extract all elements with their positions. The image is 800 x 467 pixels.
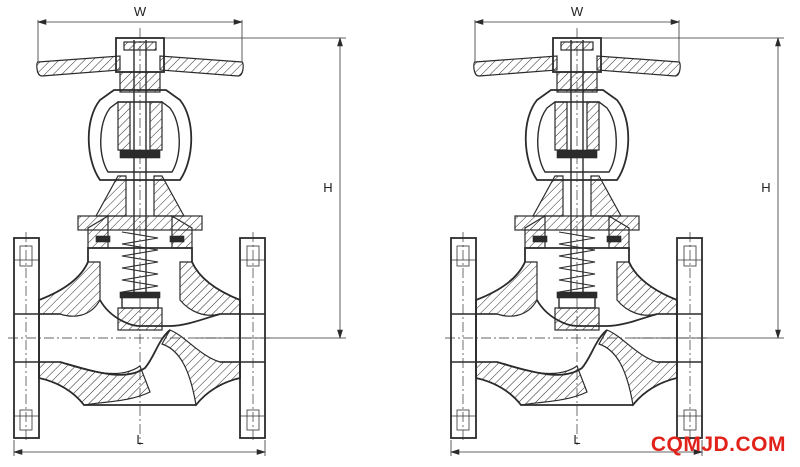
length-label-left: L [136,432,143,447]
site-watermark: CQMJD.COM [650,433,786,456]
valve-drawing-right: W H L [444,4,784,456]
width-dimension-left: W [36,4,244,62]
length-label-right: L [573,432,580,447]
height-label-left: H [323,180,332,195]
width-label-left: W [134,4,147,19]
length-dimension-right: L [449,432,704,456]
width-label-right: W [571,4,584,19]
height-label-right: H [761,180,770,195]
valve-drawing-left: W H L [7,4,346,456]
height-dimension-right: H [601,36,784,340]
width-dimension-right: W [473,4,681,62]
length-dimension-left: L [12,432,267,456]
height-dimension-left: H [164,36,346,340]
